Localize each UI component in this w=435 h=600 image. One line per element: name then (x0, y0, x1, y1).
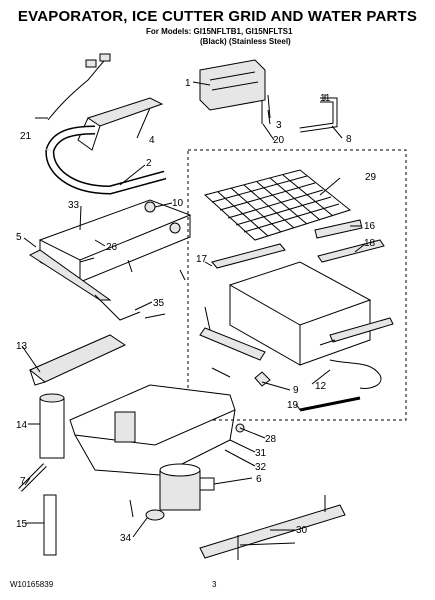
evaporator-assembly-boundary (187, 149, 407, 421)
part-33-tray-side (79, 215, 191, 283)
part-21-connector-2 (99, 53, 111, 62)
part-18-lower-bar (199, 327, 266, 361)
callout-29: 29 (365, 172, 377, 183)
part-17-connector-bar (211, 243, 286, 269)
part-6-pump (159, 469, 201, 511)
part-2-tube-upper (47, 127, 96, 152)
part-4-deflector (86, 97, 164, 127)
part-21-wire-harness (47, 59, 106, 121)
callout-33: 33 (68, 200, 80, 211)
variants-line: (Black) (Stainless Steel) (200, 37, 291, 46)
part-18-grid-frame-left (229, 285, 301, 366)
part-29-cutter-grid (203, 169, 352, 241)
part-1-board-detail (209, 71, 259, 91)
callout-9: 9 (293, 385, 299, 396)
callout-13: 13 (16, 341, 28, 352)
callout-labels: 1 2 3 4 5 6 7 8 9 10 11 12 13 14 15 16 1… (16, 78, 377, 544)
part-34-cap (145, 509, 165, 521)
callout-20: 20 (273, 135, 285, 146)
part-13-chute-lip (29, 369, 46, 386)
part-10-grommet (144, 201, 156, 213)
page-number: 3 (212, 580, 217, 589)
callout-18: 18 (364, 238, 376, 249)
callout-10: 10 (172, 198, 184, 209)
part-15-tube (43, 494, 57, 556)
part-14-cylinder (39, 397, 65, 459)
part-6-pump-connector (199, 477, 215, 491)
part-32-reservoir (69, 384, 236, 446)
callout-15: 15 (16, 519, 28, 530)
part-10-grommet-2 (169, 222, 181, 234)
part-21-connector (85, 59, 97, 68)
part-18-grid-frame-right (299, 300, 371, 366)
callout-28: 28 (265, 434, 277, 445)
part-17-lower-bar (329, 317, 394, 343)
callout-19: 19 (287, 400, 299, 411)
callout-17: 17 (196, 254, 208, 265)
part-5-rail (28, 249, 112, 301)
callout-31: 31 (255, 448, 267, 459)
part-32-pump-post (114, 411, 136, 443)
part-13-chute (29, 334, 127, 383)
part-7-tube-fill (18, 463, 47, 492)
part-14-cylinder-top (39, 393, 65, 403)
callout-16: 16 (364, 221, 376, 232)
part-2-tube-outline (45, 149, 167, 195)
callout-34: 34 (120, 533, 132, 544)
callout-6: 6 (256, 474, 262, 485)
callout-8: 8 (346, 134, 352, 145)
callout-35: 35 (153, 298, 165, 309)
callout-21: 21 (20, 131, 32, 142)
page-title: EVAPORATOR, ICE CUTTER GRID AND WATER PA… (17, 8, 418, 25)
part-3-screw (267, 94, 271, 119)
callout-26: 26 (106, 242, 118, 253)
models-line: For Models: GI15NFLTB1, GI15NFLTS1 (146, 27, 293, 36)
callout-4: 4 (149, 135, 155, 146)
part-5-rail-end (94, 294, 141, 321)
callout-11: 11 (320, 93, 331, 104)
part-18-grid-frame-top (228, 261, 372, 326)
callout-7: 7 (20, 476, 26, 487)
callout-30: 30 (296, 525, 308, 536)
callout-2: 2 (146, 158, 152, 169)
part-8-heater-tube-fill (299, 98, 337, 132)
leader-lines (21, 81, 366, 546)
part-19-sensor-cable (299, 396, 361, 412)
callout-1: 1 (185, 78, 191, 89)
callout-14: 14 (16, 420, 28, 431)
part-18-connector-bar (317, 239, 385, 263)
part-12-wire (329, 359, 382, 389)
part-6-pump-top (159, 463, 201, 477)
part-2-tube (46, 149, 166, 194)
callout-32: 32 (255, 462, 267, 473)
callout-5: 5 (16, 232, 22, 243)
part-30-panel (199, 504, 346, 559)
callout-3: 3 (276, 120, 282, 131)
callout-12: 12 (315, 381, 327, 392)
part-9-clip (254, 371, 271, 387)
part-16-plate (314, 219, 363, 239)
doc-number: W10165839 (10, 580, 54, 589)
part-1-control-board (199, 59, 266, 111)
